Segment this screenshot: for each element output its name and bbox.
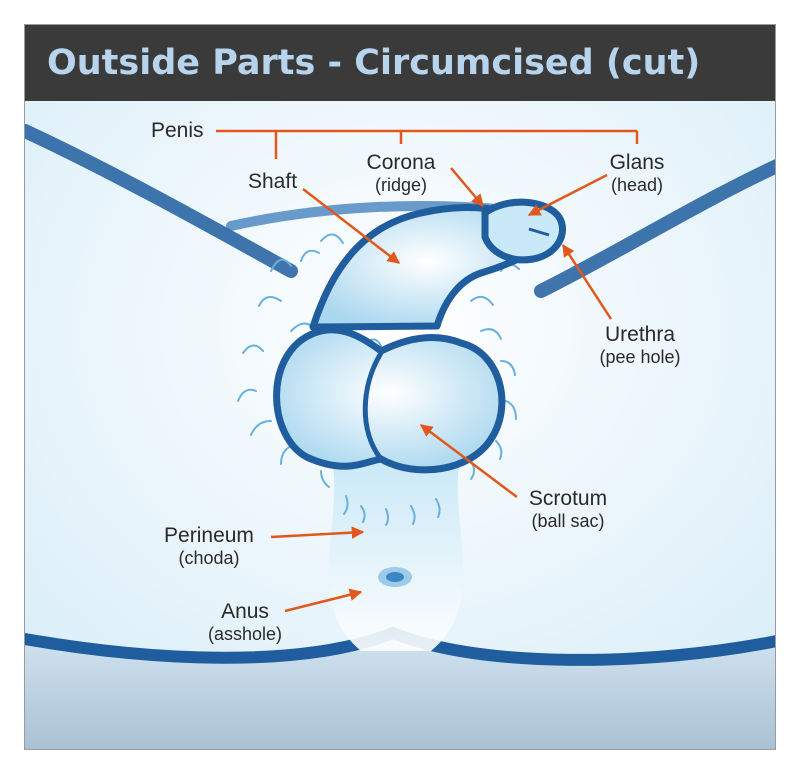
perineum-sublabel: (choda) [178, 548, 239, 568]
glans-label: Glans [610, 151, 665, 174]
perineum-region [328, 456, 464, 651]
right-groin-crease [534, 159, 775, 298]
glans-arrow [527, 173, 608, 217]
anus-sublabel: (asshole) [208, 624, 282, 644]
urethra-sublabel: (pee hole) [599, 347, 680, 367]
shaft-arrow [302, 188, 400, 264]
shaft-label: Shaft [248, 170, 297, 193]
anus-mark [378, 567, 412, 587]
anus-arrow [284, 588, 363, 613]
corona-label: Corona [367, 151, 436, 174]
perineum-label: Perineum [164, 524, 254, 547]
anatomy-diagram: Penis Shaft Corona (ridge) Glans (head) … [25, 101, 775, 749]
penis-label: Penis [151, 119, 204, 142]
glans-sublabel: (head) [611, 175, 663, 195]
penis-bracket [216, 129, 639, 159]
urethra-label: Urethra [605, 323, 675, 346]
buttocks-area [25, 641, 775, 749]
corona-arrow [450, 167, 484, 207]
diagram-title: Outside Parts - Circumcised (cut) [47, 43, 701, 83]
urethra-opening [528, 227, 550, 237]
scrotum-shape [273, 326, 506, 474]
scrotum-label: Scrotum [529, 487, 607, 510]
perineum-arrow [270, 526, 365, 539]
anus-label: Anus [221, 600, 269, 623]
scrotum-divide [362, 351, 384, 461]
urethra-arrow [561, 243, 613, 320]
title-bar: Outside Parts - Circumcised (cut) [25, 25, 775, 101]
corona-sublabel: (ridge) [375, 175, 427, 195]
left-groin-crease [25, 124, 298, 278]
scrotum-sublabel: (ball sac) [531, 511, 604, 531]
scrotum-arrow [420, 424, 518, 498]
glans-shape [481, 198, 567, 264]
diagram-frame: Outside Parts - Circumcised (cut) [24, 24, 776, 750]
